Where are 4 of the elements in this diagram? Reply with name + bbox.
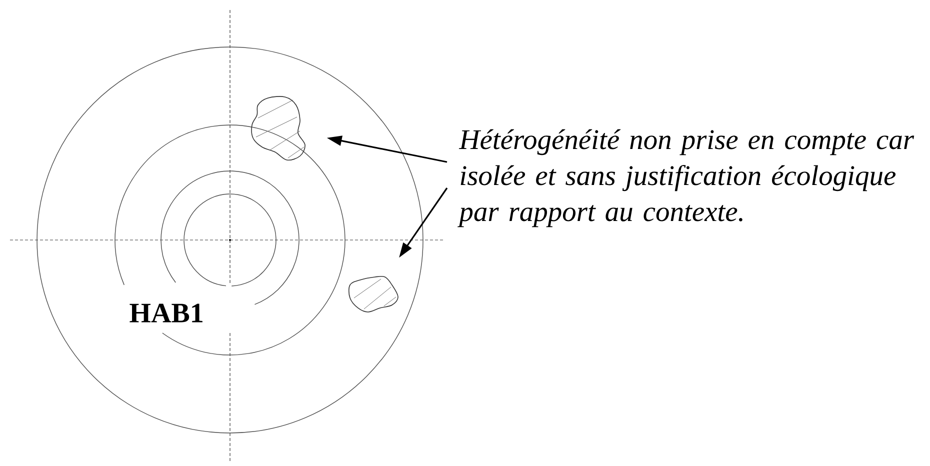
hatched-patch (251, 96, 306, 160)
zone-label: HAB1 (130, 304, 202, 322)
note-text: Hétérogénéité non prise en compte car isolée et sans justification écologique par rapport au contexte. (458, 129, 914, 228)
hatched-patch (348, 276, 398, 312)
